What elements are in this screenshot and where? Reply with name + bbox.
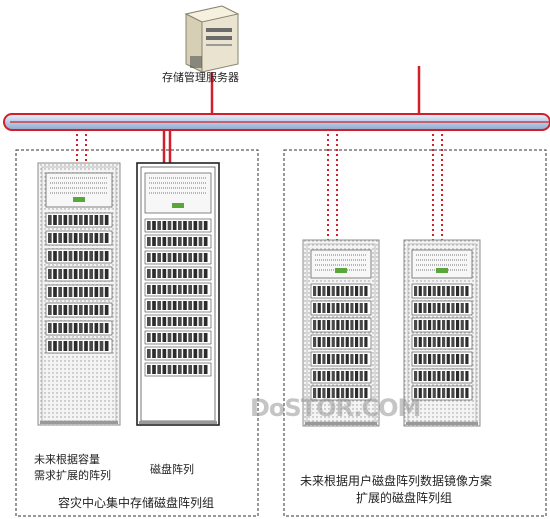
watermark: DoSTOR.COM: [250, 394, 421, 422]
mirror-group-box: [283, 149, 547, 517]
disk-array-label: 磁盘阵列: [150, 463, 194, 476]
future-capacity-link: [76, 134, 87, 162]
mirror-rack-2: [403, 239, 481, 427]
mirror-rack-1: [302, 239, 380, 427]
future-mirror-label-line2: 扩展的磁盘阵列组: [356, 491, 453, 505]
server-tower-icon: [184, 5, 240, 73]
future-capacity-label-line2: 需求扩展的阵列: [34, 469, 111, 482]
network-bus: [3, 113, 550, 131]
future-mirror-label-line1: 未来根据用户磁盘阵列数据镜像方案: [300, 474, 493, 488]
future-capacity-rack: [37, 162, 121, 426]
dr-center-group-box: [15, 149, 259, 517]
future-capacity-label-line1: 未来根据容量: [34, 453, 100, 466]
disk-array-rack: [136, 162, 220, 426]
server-label: 存储管理服务器: [162, 71, 239, 84]
dr-group-label: 容灾中心集中存储磁盘阵列组: [58, 496, 215, 510]
disk-array-link: [162, 130, 172, 166]
